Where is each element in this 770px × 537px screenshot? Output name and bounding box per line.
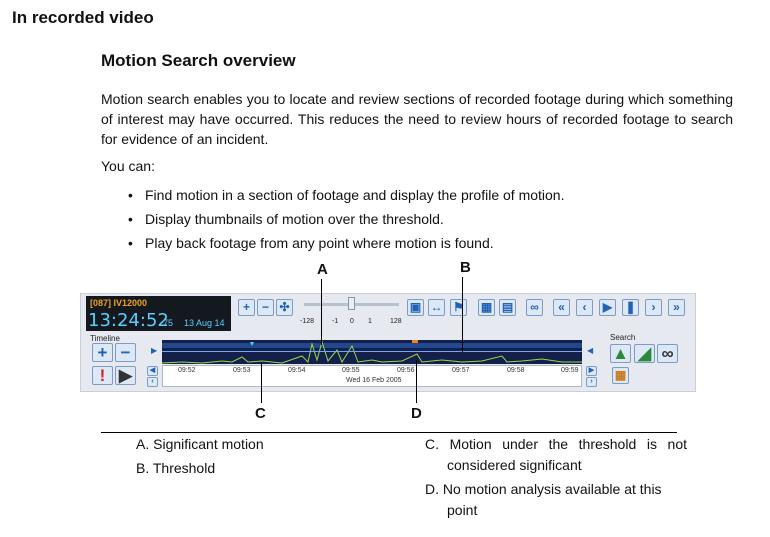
fit-width-icon[interactable]: ↔ [428,299,445,316]
zoom-in-icon[interactable]: + [238,299,255,316]
page-right-icon[interactable]: › [586,377,597,387]
caption-c: C. Motion under the threshold is not con… [425,436,687,473]
export-icon[interactable]: ▤ [499,299,516,316]
timeline-zoom-out-icon[interactable]: − [115,343,136,362]
step-back-icon[interactable]: ‹ [576,299,593,316]
search-grid-icon[interactable]: ▦ [612,367,629,384]
list-item: Display thumbnails of motion over the th… [128,208,564,232]
camera-label: [087] IV12000 [90,298,148,308]
forward-fast-icon[interactable]: » [668,299,685,316]
caption-a: A. Significant motion [136,436,264,452]
intro-paragraph: Motion search enables you to locate and … [101,91,733,147]
list-item: Play back footage from any point where m… [128,232,564,256]
pause-icon[interactable]: ❚ [622,299,639,316]
bookmark-marker [412,340,418,343]
add-bookmark-icon[interactable]: ⚑ [450,299,467,316]
callout-c-leader [261,363,262,403]
time-tick: 09:54 [288,367,306,374]
playback-date: 13 Aug 14 [184,318,225,328]
mark-in-icon[interactable]: ! [92,366,113,385]
callout-d: D [411,405,422,422]
playback-time: 13:24:52 [88,310,169,331]
motion-search-region-icon[interactable]: ◢ [634,344,655,363]
callout-b-leader [462,277,463,352]
time-tick: 09:53 [233,367,251,374]
speed-tick: 128 [390,318,402,325]
section-title: In recorded video [12,8,154,27]
speed-tick: -1 [332,318,339,325]
search-label: Search [610,333,636,342]
callout-c: C [255,405,266,422]
time-tick: 09:52 [178,367,196,374]
scale-date: Wed 16 Feb 2005 [346,377,402,384]
time-tick: 09:59 [561,367,579,374]
scroll-right-icon[interactable]: ◀ [587,346,594,355]
caption-divider [101,432,677,433]
camera-time-display [86,296,231,331]
time-tick: 09:57 [452,367,470,374]
go-end-icon[interactable]: ▶ [586,366,597,376]
timeline-zoom-in-icon[interactable]: + [92,343,113,362]
motion-search-icon[interactable]: ▲ [610,344,631,363]
you-can-label: You can: [101,158,155,174]
page-left-icon[interactable]: ‹ [147,377,158,387]
zoom-out-icon[interactable]: − [257,299,274,316]
time-tick: 09:55 [342,367,360,374]
page-title: Motion Search overview [101,51,296,70]
timeline-label: Timeline [90,334,120,343]
playback-ms: 75 [163,318,174,328]
caption-d: D. No motion analysis available at this … [425,481,662,518]
feature-list: Find motion in a section of footage and … [128,184,564,256]
mark-out-icon[interactable]: ▶ [115,366,136,385]
rewind-fast-icon[interactable]: « [553,299,570,316]
motion-profile [162,340,582,364]
caption-b: B. Threshold [136,460,216,476]
thumbnail-grid-icon[interactable]: ▦ [478,299,495,316]
time-tick: 09:56 [397,367,415,374]
speed-slider-handle[interactable] [348,297,355,310]
no-analysis-band [162,343,582,348]
time-scale[interactable] [162,365,582,387]
go-start-icon[interactable]: ◀ [147,366,158,376]
motion-graph[interactable] [162,340,582,364]
callout-a-leader [321,279,322,345]
speed-tick: 1 [368,318,372,325]
binoculars-icon[interactable]: ∞ [657,344,678,363]
play-icon[interactable]: ▶ [599,299,616,316]
scroll-left-icon[interactable]: ▶ [151,346,158,355]
position-marker [250,342,254,346]
callout-b: B [460,259,471,276]
speed-tick: 0 [350,318,354,325]
link-icon[interactable]: ∞ [526,299,543,316]
speed-tick: -128 [300,318,315,325]
time-tick: 09:58 [507,367,525,374]
lock-icon[interactable]: ▣ [407,299,424,316]
step-forward-icon[interactable]: › [645,299,662,316]
zoom-fit-icon[interactable]: ✣ [276,299,293,316]
callout-a: A [317,261,328,278]
list-item: Find motion in a section of footage and … [128,184,564,208]
callout-d-leader [416,360,417,403]
